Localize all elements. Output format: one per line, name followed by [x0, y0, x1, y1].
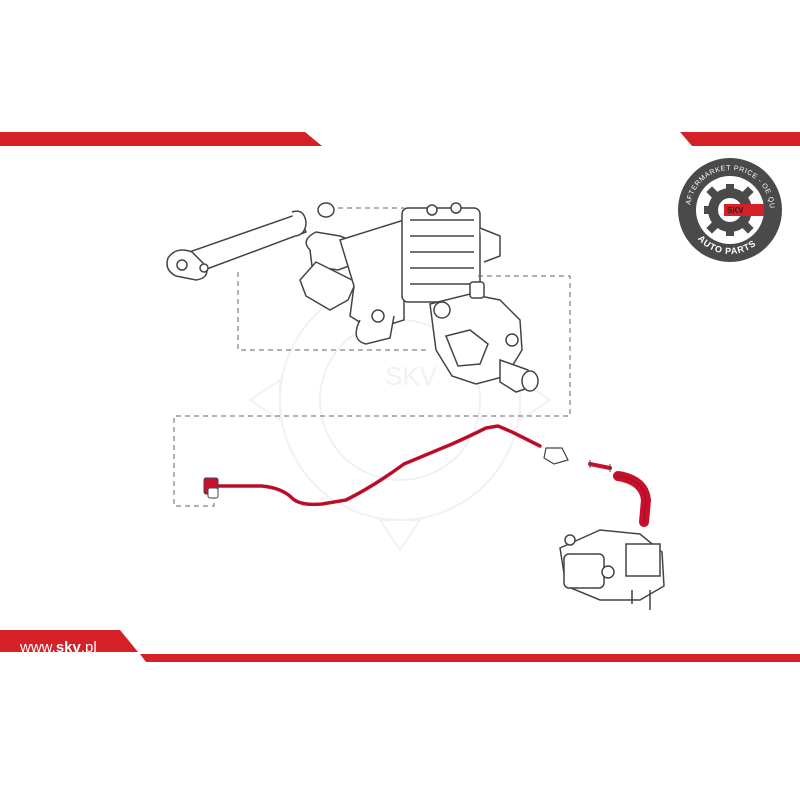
- oil-pipe: [166, 210, 308, 281]
- bottom-red-strip: [140, 654, 800, 662]
- lower-component: [559, 529, 665, 610]
- coolant-hose: [212, 424, 542, 507]
- hose-elbow: [613, 471, 652, 527]
- hose-clamp: [543, 447, 569, 465]
- hose-short-section: [588, 460, 612, 472]
- top-right-red-bar: [680, 132, 800, 146]
- o-ring: [317, 202, 335, 218]
- hose-end-connector: [203, 477, 219, 499]
- thermostat-housing: [429, 281, 539, 393]
- website-url: www.skv.pl: [19, 639, 97, 656]
- watermark-text: SKV: [385, 361, 438, 391]
- logo-ring-top-text: AFTERMARKET PRICE - OE QUALITY: [0, 0, 775, 209]
- leader-lines: [173, 207, 571, 507]
- logo-center-text: SKV: [727, 206, 744, 215]
- oil-filter-housing: [299, 202, 501, 345]
- top-left-red-bar: [0, 132, 322, 146]
- bottom-red-band: [0, 630, 138, 652]
- skv-logo: SKV AFTERMARKET PRICE - OE QUALITY AUTO …: [0, 0, 782, 262]
